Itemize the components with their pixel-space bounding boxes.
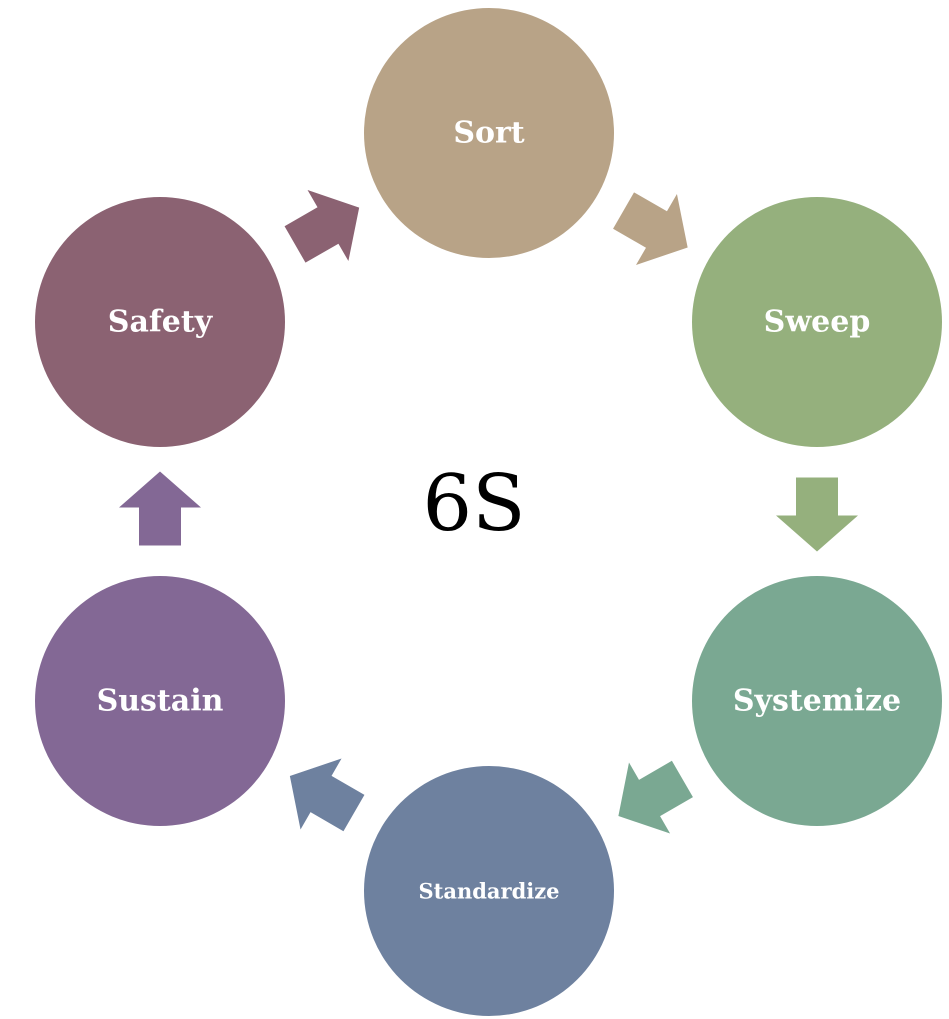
- node-label-sustain: Sustain: [97, 684, 224, 719]
- node-circle-safety: [35, 197, 285, 447]
- node-circle-standardize: [364, 766, 614, 1016]
- node-standardize: Standardize: [364, 766, 614, 1016]
- node-systemize: Systemize: [692, 576, 942, 826]
- node-sweep: Sweep: [692, 197, 942, 447]
- node-circle-sort: [364, 8, 614, 258]
- node-label-systemize: Systemize: [733, 684, 901, 719]
- node-safety: Safety: [35, 197, 285, 447]
- arrow-safety-to-sort-icon: [284, 189, 360, 263]
- center-title: 6S: [422, 459, 525, 549]
- node-circle-sustain: [35, 576, 285, 826]
- arrow-systemize-to-standardize-icon: [618, 760, 693, 834]
- node-label-standardize: Standardize: [418, 879, 559, 904]
- arrow-sort-to-sweep-icon: [613, 192, 688, 266]
- node-circle-systemize: [692, 576, 942, 826]
- node-sort: Sort: [364, 8, 614, 258]
- node-circle-sweep: [692, 197, 942, 447]
- arrows-layer: [119, 189, 858, 834]
- node-label-safety: Safety: [108, 305, 214, 340]
- node-sustain: Sustain: [35, 576, 285, 826]
- arrow-standardize-to-sustain-icon: [289, 758, 365, 832]
- node-label-sort: Sort: [453, 116, 524, 151]
- arrow-sweep-to-systemize-icon: [776, 477, 858, 552]
- node-label-sweep: Sweep: [764, 305, 871, 340]
- arrow-sustain-to-safety-icon: [119, 471, 201, 546]
